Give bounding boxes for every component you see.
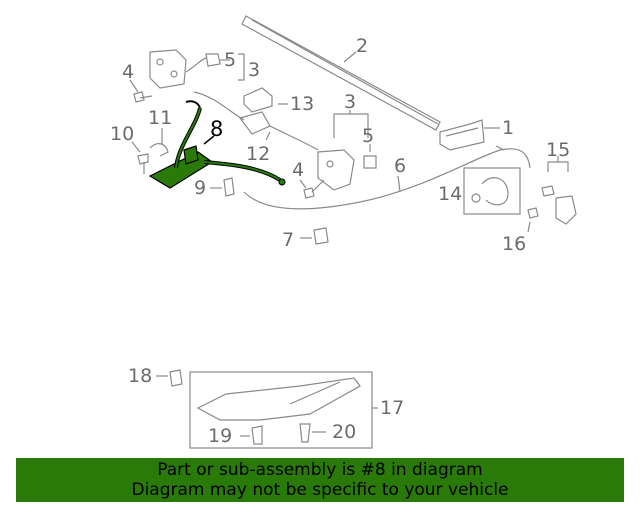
callout-16: 16: [502, 233, 526, 255]
callout-7: 7: [282, 229, 294, 251]
notice-banner: Part or sub-assembly is #8 in diagram Di…: [16, 458, 624, 502]
banner-line-2: Diagram may not be specific to your vehi…: [131, 480, 509, 500]
callout-5-right: 5: [362, 125, 374, 147]
callout-20: 20: [332, 421, 356, 443]
callout-4-top: 4: [122, 61, 134, 83]
part-1-bracket: [439, 119, 500, 151]
callout-14: 14: [438, 183, 462, 205]
callout-3-top: 3: [248, 59, 260, 81]
banner-line-1: Part or sub-assembly is #8 in diagram: [157, 460, 483, 480]
callout-2: 2: [356, 35, 368, 57]
part-10-bolt: [131, 141, 149, 174]
part-12-cable: [193, 91, 319, 151]
part-8-highlighted-assembly[interactable]: [148, 100, 286, 189]
callout-1: 1: [502, 117, 514, 139]
callout-15: 15: [546, 139, 570, 161]
callout-12: 12: [246, 143, 270, 165]
part-20-clip: [299, 423, 326, 443]
callout-5-top: 5: [224, 49, 236, 71]
part-17-shield: [189, 371, 378, 449]
part-4-bolt-top: [129, 79, 153, 103]
callout-6: 6: [394, 155, 406, 177]
part-6-cable: [243, 145, 531, 210]
part-2-bar: [241, 15, 441, 131]
part-3-latch-top: [149, 49, 245, 89]
part-15-group: [527, 156, 577, 233]
part-18-clip: [156, 369, 183, 387]
callout-11: 11: [148, 107, 172, 129]
callout-9: 9: [194, 177, 206, 199]
callout-17: 17: [380, 397, 404, 419]
part-3-latch-right: [317, 110, 377, 191]
callout-10: 10: [110, 123, 134, 145]
callout-8: 8: [210, 117, 223, 141]
part-9-clip: [210, 177, 235, 197]
callout-3-right: 3: [344, 91, 356, 113]
callout-19: 19: [208, 425, 232, 447]
part-14-group: [463, 167, 521, 215]
callout-18: 18: [128, 365, 152, 387]
callout-13: 13: [290, 93, 314, 115]
part-7-clip: [300, 227, 329, 245]
part-4-bolt-lower: [299, 179, 325, 199]
part-11-hook: [149, 128, 169, 157]
part-19-clip: [240, 425, 263, 445]
part-13-bracket: [243, 87, 288, 113]
callout-4-lower: 4: [292, 159, 304, 181]
